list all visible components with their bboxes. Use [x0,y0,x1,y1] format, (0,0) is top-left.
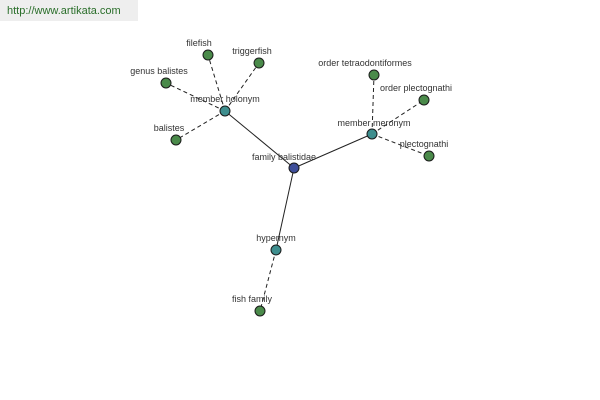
leaf-node-dot[interactable] [368,69,380,81]
center-node-dot[interactable] [288,162,300,174]
node-label-triggerfish: triggerfish [232,46,272,56]
node-label-member-meronym: member meronym [337,118,410,128]
node-plectognathi[interactable]: plectognathi [400,139,449,162]
node-filefish[interactable]: filefish [186,38,214,61]
node-order-plectognathi[interactable]: order plectognathi [380,83,452,106]
edge-member-meronym-order-tetraodontiformes [371,74,375,135]
edge-family-balistidae-member-meronym [293,133,373,169]
node-hypernym[interactable]: hypernym [256,233,296,256]
leaf-node-dot[interactable] [253,57,265,69]
edge-member-holonym-triggerfish [224,62,260,112]
node-label-filefish: filefish [186,38,212,48]
node-member-meronym[interactable]: member meronym [337,118,411,140]
edge-member-holonym-filefish [207,54,226,112]
node-label-genus-balistes: genus balistes [130,66,188,76]
node-genus-balistes[interactable]: genus balistes [130,66,188,89]
site-url-link[interactable]: http://www.artikata.com [7,5,121,17]
node-order-tetraodontiformes[interactable]: order tetraodontiformes [318,58,412,81]
edge-member-meronym-plectognathi [371,133,430,157]
leaf-node-dot[interactable] [423,150,435,162]
relation-node-dot[interactable] [366,128,378,140]
node-label-family-balistidae: family balistidae [252,152,316,162]
node-label-fish-family: fish family [232,294,273,304]
graph-nodes: filefish triggerfish genus balistes baliste… [130,38,452,317]
relation-node-dot[interactable] [270,244,282,256]
node-fish-family[interactable]: fish family [232,294,273,317]
leaf-node-dot[interactable] [170,134,182,146]
node-family-balistidae[interactable]: family balistidae [252,152,316,174]
node-label-balistes: balistes [154,123,185,133]
edge-member-meronym-order-plectognathi [371,99,425,135]
edge-hypernym-fish-family [259,249,277,312]
node-balistes[interactable]: balistes [154,123,185,146]
relation-node-dot[interactable] [219,105,231,117]
graph-edges [165,54,430,312]
node-label-plectognathi: plectognathi [400,139,449,149]
url-bar: http://www.artikata.com [0,0,138,21]
edge-family-balistidae-hypernym [275,167,295,251]
node-triggerfish[interactable]: triggerfish [232,46,272,69]
edge-family-balistidae-member-holonym [224,110,295,169]
node-label-hypernym: hypernym [256,233,296,243]
node-label-order-plectognathi: order plectognathi [380,83,452,93]
node-label-order-tetraodontiformes: order tetraodontiformes [318,58,412,68]
leaf-node-dot[interactable] [160,77,172,89]
edge-member-holonym-balistes [175,110,226,141]
leaf-node-dot[interactable] [418,94,430,106]
leaf-node-dot[interactable] [202,49,214,61]
leaf-node-dot[interactable] [254,305,266,317]
node-member-holonym[interactable]: member holonym [190,94,260,117]
node-label-member-holonym: member holonym [190,94,260,104]
edge-member-holonym-genus-balistes [165,82,226,112]
